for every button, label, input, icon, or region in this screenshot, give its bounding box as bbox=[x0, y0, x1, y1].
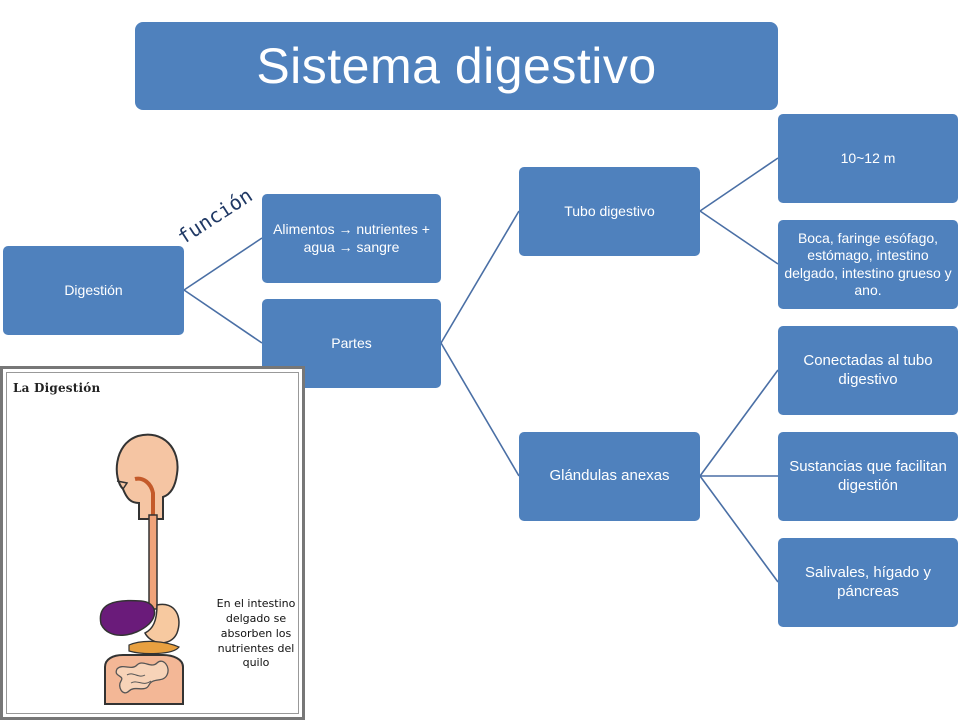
mouth-shape bbox=[116, 480, 129, 490]
esophagus-shape bbox=[148, 514, 158, 610]
node-organos: Boca, faringe esófago, estómago, intesti… bbox=[778, 220, 958, 309]
node-salivales-label: Salivales, hígado y páncreas bbox=[805, 563, 931, 600]
node-organos-label: Boca, faringe esófago, estómago, intesti… bbox=[784, 230, 952, 298]
liver-shape bbox=[99, 599, 156, 637]
edge-tubo-longitud bbox=[699, 157, 779, 212]
illustration-caption: En el intestino delgado se absorben los … bbox=[216, 597, 296, 670]
node-alimentos: Alimentos → nutrientes + agua → sangre bbox=[262, 194, 441, 283]
node-glandulas-anexas: Glándulas anexas bbox=[519, 432, 700, 521]
small-intestine-shape bbox=[115, 660, 169, 694]
title-banner: Sistema digestivo bbox=[135, 22, 778, 110]
illustration-title: La Digestión bbox=[13, 381, 101, 395]
node-partes-label: Partes bbox=[331, 334, 372, 351]
head-shape bbox=[115, 433, 179, 520]
intestine-coil-2 bbox=[130, 680, 152, 684]
edge-digestion-alimentos bbox=[183, 237, 263, 291]
edge-partes-glandulas bbox=[440, 342, 520, 477]
node-conectadas-label: Conectadas al tubo digestivo bbox=[803, 351, 933, 388]
node-tubo-digestivo: Tubo digestivo bbox=[519, 167, 700, 256]
node-glandulas-label: Glándulas anexas bbox=[549, 467, 670, 485]
edge-glandulas-salivales bbox=[699, 475, 779, 583]
digestion-illustration: La Digestión En el intestino delgado se … bbox=[0, 366, 305, 720]
diagram-title: Sistema digestivo bbox=[256, 38, 657, 94]
node-alimentos-label: Alimentos → nutrientes + agua → sangre bbox=[273, 221, 430, 255]
node-digestion-label: Digestión bbox=[64, 281, 123, 298]
node-sustancias: Sustancias que facilitan digestión bbox=[778, 432, 958, 521]
edge-digestion-partes bbox=[183, 289, 263, 344]
edge-tubo-organos bbox=[699, 210, 779, 265]
node-digestion: Digestión bbox=[3, 246, 184, 335]
intestine-coil-1 bbox=[126, 673, 146, 677]
pancreas-shape bbox=[128, 640, 180, 655]
node-salivales: Salivales, hígado y páncreas bbox=[778, 538, 958, 627]
pharynx-shape bbox=[134, 476, 155, 515]
illustration-frame bbox=[6, 372, 299, 714]
digestive-system-drawing bbox=[99, 433, 184, 705]
node-sustancias-label: Sustancias que facilitan digestión bbox=[789, 457, 947, 494]
edge-partes-tubo bbox=[440, 210, 520, 344]
node-conectadas: Conectadas al tubo digestivo bbox=[778, 326, 958, 415]
edge-glandulas-conectadas bbox=[699, 369, 779, 477]
node-longitud-label: 10~12 m bbox=[840, 149, 896, 166]
node-tubo-label: Tubo digestivo bbox=[564, 202, 655, 219]
node-longitud: 10~12 m bbox=[778, 114, 958, 203]
